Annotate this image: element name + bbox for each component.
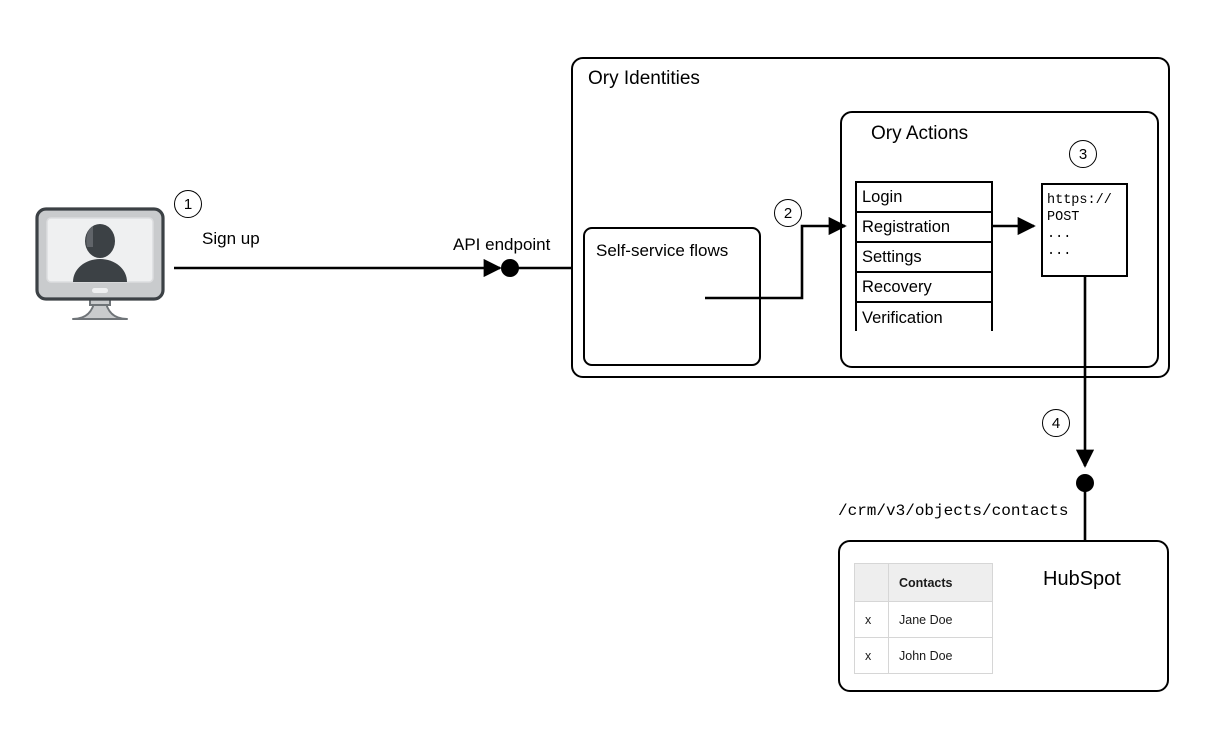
- flow-item-registration-label: Registration: [862, 217, 951, 236]
- webhook-payload-line-2: POST: [1047, 210, 1080, 225]
- flow-item-registration[interactable]: Registration: [857, 213, 991, 243]
- row-contact-name: Jane Doe: [888, 601, 993, 638]
- webhook-payload-box: [1041, 183, 1128, 277]
- flow-item-settings[interactable]: Settings: [857, 243, 991, 273]
- step-badge-2-label: 2: [783, 204, 793, 222]
- step-badge-2: 2: [774, 199, 802, 227]
- webhook-payload-line-1: https://: [1047, 193, 1112, 208]
- webhook-payload-line-3: ...: [1047, 227, 1072, 242]
- hubspot-contacts-table-wrapper: Contacts x Jane Doe x John Doe: [854, 563, 993, 674]
- flow-item-login-label: Login: [862, 187, 903, 206]
- table-row[interactable]: x John Doe: [854, 637, 993, 674]
- table-header-mark: [854, 563, 889, 602]
- ory-actions-flow-list: Login Registration Settings Recovery Ver…: [855, 181, 993, 333]
- ory-actions-title: Ory Actions: [871, 123, 969, 144]
- api-endpoint-label: API endpoint: [453, 235, 551, 254]
- flow-item-login[interactable]: Login: [857, 183, 991, 213]
- table-header-contacts: Contacts: [888, 563, 993, 602]
- flow-item-verification[interactable]: Verification: [857, 303, 991, 333]
- hubspot-endpoint-path: /crm/v3/objects/contacts: [838, 502, 1069, 520]
- hubspot-endpoint-dot: [1076, 474, 1094, 492]
- row-contact-name: John Doe: [888, 637, 993, 674]
- table-header-row: Contacts: [854, 563, 993, 602]
- api-endpoint-dot: [501, 259, 519, 277]
- row-mark: x: [854, 637, 889, 674]
- hubspot-title: HubSpot: [1043, 568, 1121, 590]
- step-badge-3: 3: [1069, 140, 1097, 168]
- flow-item-recovery-label: Recovery: [862, 277, 932, 296]
- self-service-flows-title: Self-service flows: [596, 241, 729, 260]
- user-monitor-icon: [35, 207, 165, 325]
- hubspot-contacts-table: Contacts x Jane Doe x John Doe: [854, 563, 993, 674]
- step-badge-1: 1: [174, 190, 202, 218]
- step-badge-3-label: 3: [1078, 145, 1088, 163]
- webhook-payload-line-4: ...: [1047, 244, 1072, 259]
- table-row[interactable]: x Jane Doe: [854, 601, 993, 638]
- step-badge-4: 4: [1042, 409, 1070, 437]
- step-badge-4-label: 4: [1051, 414, 1061, 432]
- row-mark: x: [854, 601, 889, 638]
- flow-item-verification-label: Verification: [862, 308, 943, 327]
- sign-up-label: Sign up: [202, 229, 260, 248]
- flow-item-settings-label: Settings: [862, 247, 922, 266]
- ory-identities-title: Ory Identities: [588, 68, 700, 89]
- flow-item-recovery[interactable]: Recovery: [857, 273, 991, 303]
- step-badge-1-label: 1: [183, 195, 193, 213]
